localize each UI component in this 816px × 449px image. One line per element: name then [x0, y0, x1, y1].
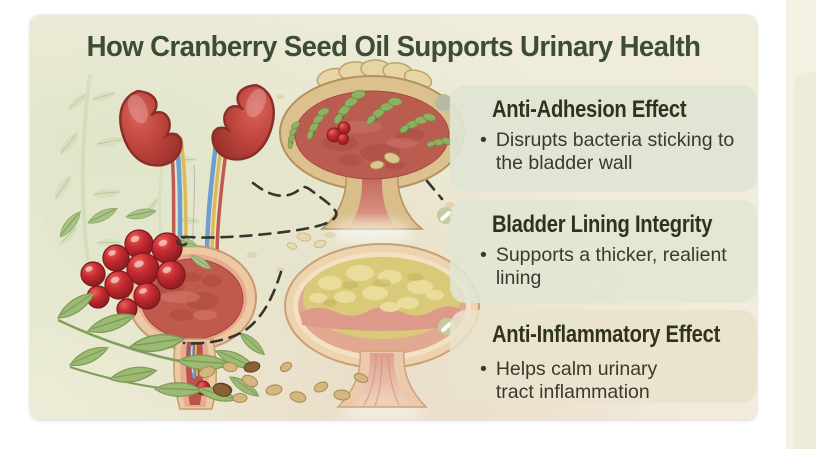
page-title: How Cranberry Seed Oil Supports Urinary …: [86, 31, 701, 63]
infographic-slide: How Cranberry Seed Oil Supports Urinary …: [30, 15, 757, 420]
bullet-point: •: [480, 129, 487, 151]
bullet-marker-icon: [435, 94, 452, 111]
info-card-anti-inflammatory: Anti-Inflammatory Effect • Helps calm ur…: [450, 310, 757, 403]
card-body-text: Supports a thicker, realient lining: [495, 244, 727, 289]
card-body-text: Disrupts bacteria sticking to the bladde…: [495, 129, 735, 174]
next-slide-content-edge: [794, 72, 816, 449]
infected-bladder-cross-section: [277, 59, 465, 244]
cranberries: [80, 229, 186, 320]
card-body-text: Helps calm urinary tract inflammation: [495, 358, 658, 403]
dashed-connectors: [175, 179, 444, 345]
next-slide-peek[interactable]: [786, 0, 816, 449]
berry-clump: [326, 121, 351, 145]
kidneys: [112, 76, 282, 174]
card-heading: Anti-Adhesion Effect: [492, 96, 687, 123]
right-kidney: [207, 76, 282, 168]
info-card-bladder-lining: Bladder Lining Integrity • Supports a th…: [450, 200, 757, 303]
bullet-marker-icon: [437, 207, 454, 224]
bullet-point: •: [480, 244, 487, 266]
card-heading: Bladder Lining Integrity: [492, 211, 713, 238]
info-card-anti-adhesion: Anti-Adhesion Effect • Disrupts bacteria…: [450, 85, 757, 192]
cranberry-seeds: [198, 232, 369, 403]
cranberry-leaves: [53, 289, 268, 408]
card-heading: Anti-Inflammatory Effect: [492, 321, 721, 348]
bullet-point: •: [480, 358, 487, 380]
healthy-bladder-cross-section: [284, 243, 480, 420]
urinary-health-illustration: [40, 59, 480, 420]
